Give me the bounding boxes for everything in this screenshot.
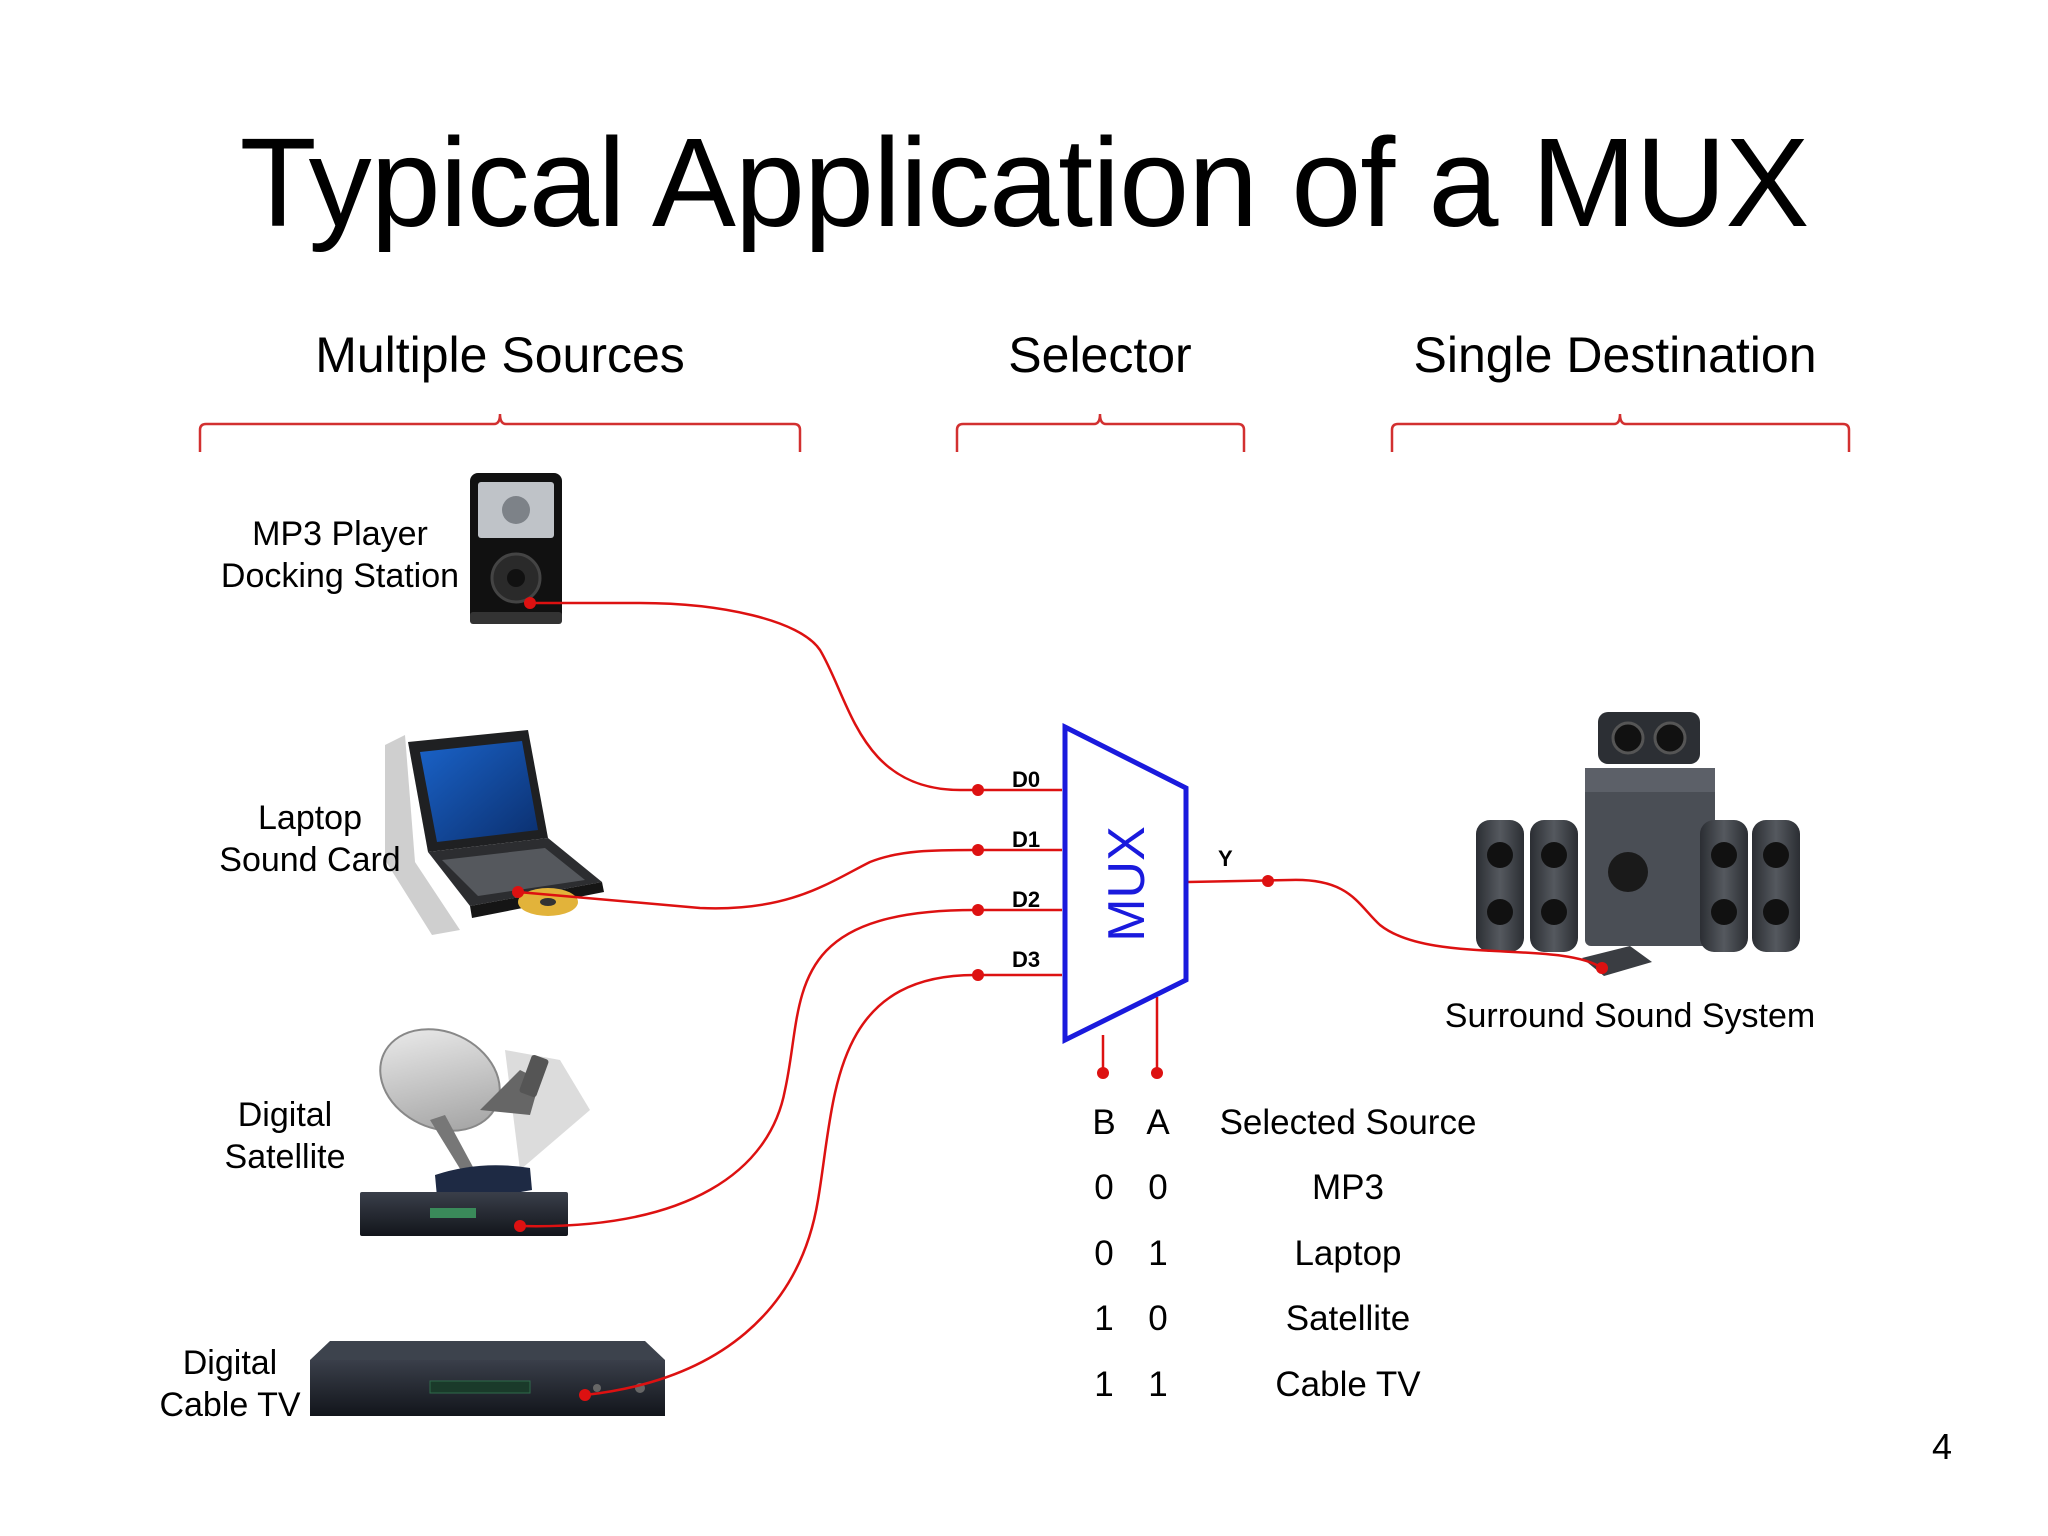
wire-laptop-d1 bbox=[517, 848, 1062, 910]
wire-mp3-d0 bbox=[530, 601, 1062, 792]
pin-label-d3: D3 bbox=[1012, 947, 1040, 972]
pin-label-y: Y bbox=[1218, 846, 1233, 871]
wire-dots bbox=[512, 597, 1608, 1401]
table-cell: 1 bbox=[1094, 1365, 1114, 1404]
heading-single-destination: Single Destination bbox=[1413, 327, 1817, 383]
table-cell: 0 bbox=[1094, 1168, 1114, 1207]
heading-multiple-sources: Multiple Sources bbox=[315, 327, 685, 383]
page-number: 4 bbox=[1931, 1426, 1952, 1467]
wire-cable-d3 bbox=[584, 973, 1062, 1397]
satellite-image bbox=[360, 1028, 590, 1236]
label-satellite: Digital Satellite bbox=[224, 1096, 346, 1176]
wire-satellite-d2 bbox=[519, 908, 1062, 1228]
mux-block bbox=[1062, 722, 1189, 1045]
bracket-destination bbox=[1390, 413, 1851, 452]
table-cell: 1 bbox=[1094, 1299, 1114, 1338]
pin-label-d2: D2 bbox=[1012, 887, 1040, 912]
wires bbox=[517, 601, 1603, 1397]
table-cell: 1 bbox=[1148, 1234, 1168, 1273]
table-cell: Satellite bbox=[1285, 1299, 1411, 1338]
label-cable-tv: Digital Cable TV bbox=[159, 1344, 301, 1424]
table-cell: MP3 bbox=[1312, 1168, 1384, 1207]
table-cell: 0 bbox=[1148, 1299, 1168, 1338]
pin-label-d0: D0 bbox=[1012, 767, 1040, 792]
surround-sound-image bbox=[1476, 712, 1800, 976]
table-cell: 1 bbox=[1148, 1365, 1168, 1404]
table-cell: Cable TV bbox=[1275, 1365, 1421, 1404]
table-header-source: Selected Source bbox=[1219, 1103, 1477, 1142]
cable-box-image bbox=[310, 1341, 665, 1416]
bracket-sources bbox=[198, 413, 802, 452]
table-cell: Laptop bbox=[1294, 1234, 1402, 1273]
table-cell: 0 bbox=[1148, 1168, 1168, 1207]
label-laptop: Laptop Sound Card bbox=[219, 799, 401, 879]
heading-selector: Selector bbox=[1008, 327, 1192, 383]
label-mp3-player: MP3 Player Docking Station bbox=[220, 515, 460, 595]
mp3-player-image bbox=[470, 473, 562, 624]
label-surround-sound: Surround Sound System bbox=[1444, 997, 1816, 1035]
wire-y-output bbox=[1187, 878, 1603, 970]
bracket-selector bbox=[955, 413, 1246, 452]
laptop-image bbox=[385, 730, 604, 935]
table-header-a: A bbox=[1146, 1103, 1170, 1142]
mux-label: MUX bbox=[1098, 826, 1156, 942]
table-header-b: B bbox=[1092, 1103, 1116, 1142]
pin-label-d1: D1 bbox=[1012, 827, 1040, 852]
table-cell: 0 bbox=[1094, 1234, 1114, 1273]
slide-title: Typical Application of a MUX bbox=[239, 112, 1810, 253]
